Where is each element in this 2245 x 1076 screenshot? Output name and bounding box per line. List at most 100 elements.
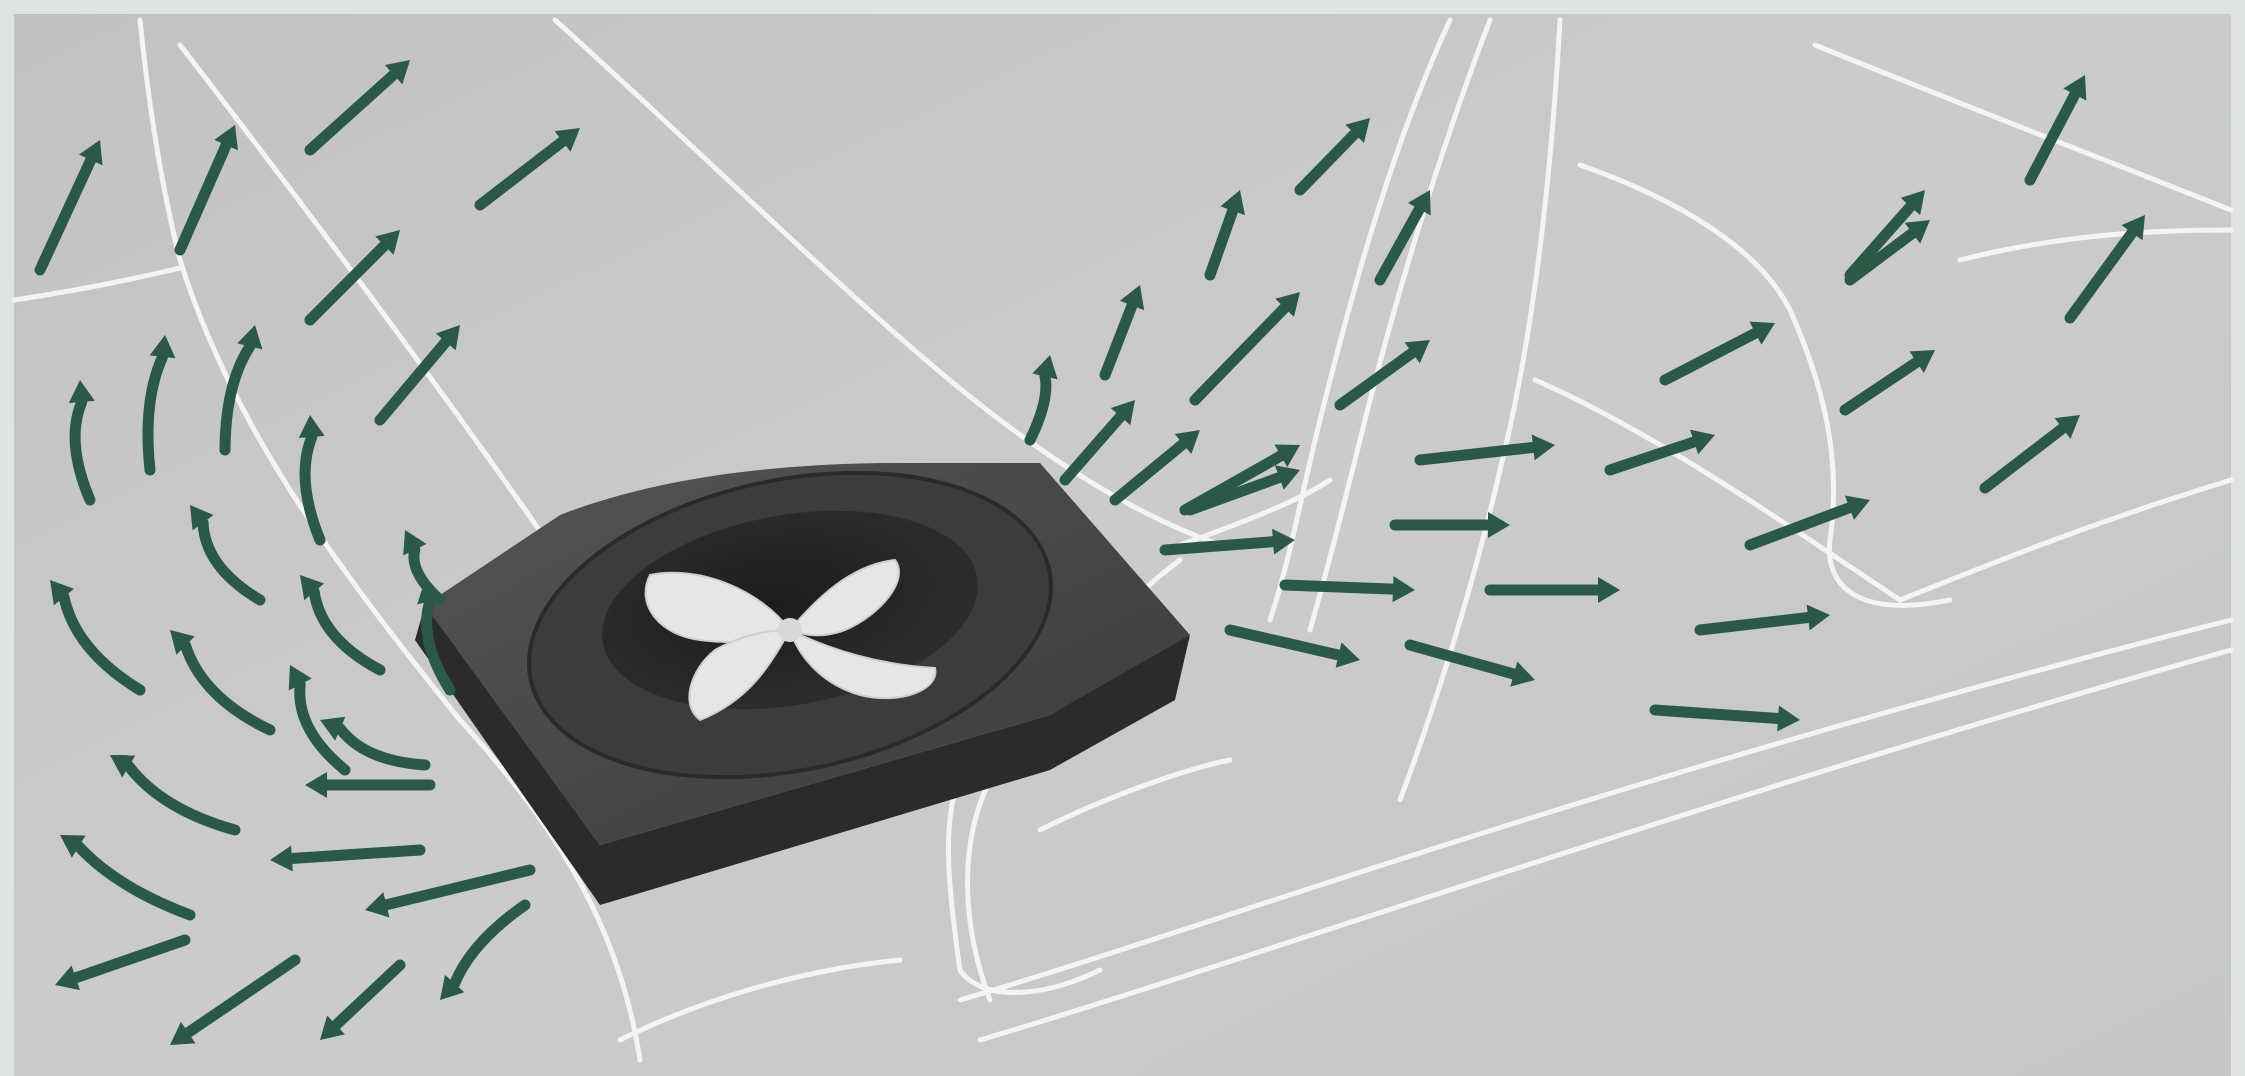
airflow-arrow-icon <box>170 630 276 736</box>
airflow-arrow-icon <box>142 335 176 476</box>
airflow-arrow-icon <box>174 125 239 256</box>
fan-icon <box>415 463 1190 905</box>
airflow-arrow-icon <box>1604 429 1715 476</box>
airflow-arrow-icon <box>1844 190 1925 281</box>
airflow-arrow-icon <box>1649 704 1800 732</box>
airflow-arrow-icon <box>474 128 580 211</box>
airflow-arrow-head <box>1335 642 1360 668</box>
airflow-arrow-icon <box>60 835 196 921</box>
airflow-arrow-icon <box>320 959 406 1040</box>
airflow-arrow-shaft <box>408 544 446 606</box>
airflow-arrow-head <box>440 974 465 1000</box>
airflow-arrow-shaft <box>1099 300 1138 381</box>
airflow-arrow-icon <box>403 530 446 606</box>
airflow-arrow-shaft <box>123 760 241 836</box>
airflow-arrow-head <box>1174 430 1200 455</box>
airflow-arrow-head <box>365 892 390 918</box>
airflow-arrow-head <box>1510 661 1535 687</box>
airflow-arrow-icon <box>1204 190 1245 281</box>
airflow-arrow-icon <box>1109 430 1200 506</box>
airflow-arrow-head <box>149 335 176 359</box>
airflow-arrow-icon <box>1159 528 1295 556</box>
airflow-arrow-icon <box>1279 576 1415 603</box>
airflow-arrow-head <box>1392 576 1415 603</box>
airflow-arrow-head <box>1119 285 1145 311</box>
airflow-arrow-icon <box>288 665 351 776</box>
airflow-arrow-head <box>78 140 103 166</box>
airflow-arrow-icon <box>1389 512 1510 538</box>
airflow-arrow-head <box>1220 190 1245 216</box>
airflow-arrow-icon <box>1099 285 1145 381</box>
airflow-arrow-head <box>2121 215 2145 241</box>
airflow-arrow-shaft <box>1294 128 1361 196</box>
airflow-arrow-icon <box>1979 415 2080 494</box>
airflow-arrow-head <box>1531 434 1555 461</box>
airflow-arrow-icon <box>1024 355 1058 446</box>
airflow-arrow-shaft <box>1694 612 1814 636</box>
airflow-arrow-head <box>50 580 74 606</box>
airflow-arrow-icon <box>1294 118 1370 196</box>
airflow-arrow-icon <box>1224 624 1360 668</box>
airflow-arrow-shaft <box>1204 205 1239 281</box>
airflow-arrow-head <box>170 630 195 655</box>
airflow-arrow-icon <box>1404 639 1535 687</box>
airflow-arrow-shaft <box>1844 200 1916 281</box>
airflow-arrow-shaft <box>421 595 456 696</box>
airflow-arrow-icon <box>34 140 103 276</box>
airflow-arrow-shaft <box>304 69 400 156</box>
airflow-arrow-shaft <box>197 517 266 606</box>
airflow-arrow-shaft <box>286 844 426 865</box>
airflow-arrow-head <box>237 325 263 350</box>
airflow-arrow-shaft <box>330 959 406 1031</box>
airflow-arrow-shaft <box>1404 639 1520 680</box>
airflow-arrow-head <box>1032 355 1058 380</box>
airflow-arrow-head <box>1404 340 1430 364</box>
airflow-arrow-head <box>298 415 325 438</box>
airflow-arrow-shaft <box>1744 502 1855 551</box>
airflow-arrow-icon <box>374 325 460 426</box>
airflow-arrow-shaft <box>1649 704 1784 724</box>
fan-opening <box>602 510 978 710</box>
airflow-arrow-shaft <box>1189 302 1291 406</box>
airflow-arrow-icon <box>365 864 536 918</box>
airflow-arrow-icon <box>320 716 431 771</box>
airflow-arrow-head <box>1598 577 1620 603</box>
airflow-arrow-head <box>1274 444 1300 468</box>
airflow-arrow-icon <box>110 755 241 836</box>
airflow-arrow-head <box>1749 321 1775 345</box>
airflow-arrow-shaft <box>2064 227 2138 324</box>
airflow-arrow-head <box>1345 118 1370 143</box>
airflow-arrow-head <box>1272 528 1295 555</box>
airflow-arrow-icon <box>2024 75 2087 186</box>
airflow-arrow-icon <box>1839 350 1935 416</box>
airflow-arrow-head <box>1690 429 1715 455</box>
airflow-arrow-shaft <box>1059 411 1127 486</box>
airflow-arrow-shaft <box>449 899 531 990</box>
airflow-arrow-shaft <box>1979 422 2069 494</box>
airflow-arrow-head <box>190 505 214 531</box>
airflow-arrow-shaft <box>1334 347 1418 411</box>
airflow-arrow-icon <box>50 580 146 696</box>
airflow-arrow-icon <box>1334 340 1430 411</box>
airflow-arrow-shaft <box>1224 624 1345 661</box>
airflow-arrow-shaft <box>308 586 386 676</box>
airflow-arrow-head <box>270 845 293 872</box>
airflow-arrow-icon <box>1374 190 1431 286</box>
airflow-arrow-shaft <box>1279 579 1399 595</box>
airflow-arrow-icon <box>1744 495 1870 551</box>
airflow-arrow-shaft <box>1414 441 1539 466</box>
airflow-arrow-head <box>2054 415 2080 439</box>
airflow-arrow-head <box>1909 350 1935 374</box>
airflow-arrow-icon <box>1184 465 1300 516</box>
fan-housing-side <box>415 605 1190 905</box>
airflow-arrow-shaft <box>1374 203 1425 286</box>
airflow-arrow-head <box>320 1015 345 1040</box>
airflow-arrow-head <box>2063 75 2087 101</box>
airflow-arrow-icon <box>1059 400 1135 486</box>
airflow-arrow-head <box>1488 512 1510 538</box>
airflow-arrow-icon <box>1414 434 1555 466</box>
fan-blades <box>644 558 937 722</box>
airflow-arrow-shaft <box>70 934 191 984</box>
